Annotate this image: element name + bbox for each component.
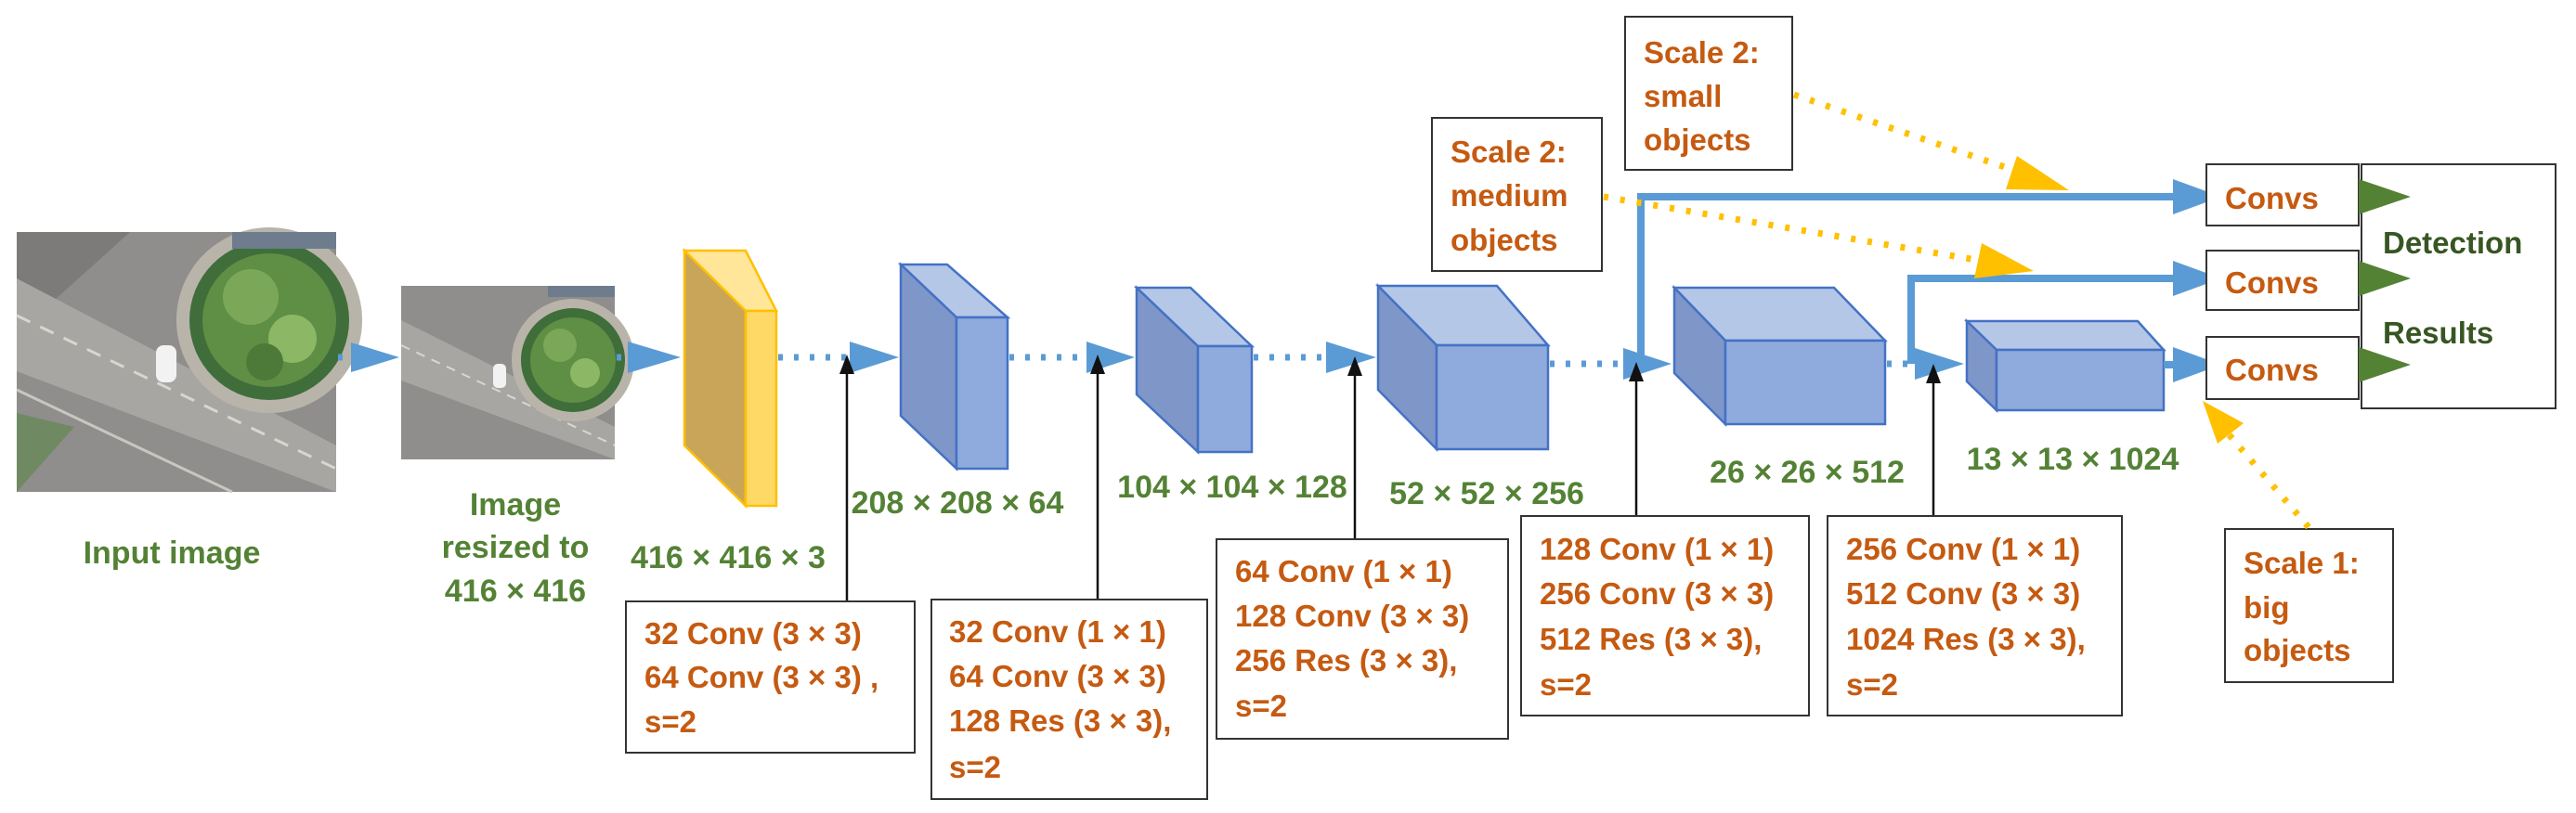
dims-label-416: 416 × 416 × 3	[631, 540, 826, 575]
svg-text:objects: objects	[1451, 223, 1558, 257]
input-tensor-slab	[682, 248, 779, 509]
svg-text:big: big	[2244, 590, 2289, 625]
svg-text:128 Conv (1 × 1): 128 Conv (1 × 1)	[1540, 532, 1774, 566]
ops-box-5: 256 Conv (1 × 1) 512 Conv (3 × 3) 1024 R…	[1827, 364, 2123, 716]
input-image	[16, 227, 362, 494]
detection-label: Detection	[2383, 226, 2522, 260]
output-arrow-top	[2359, 179, 2411, 214]
dims-label-104: 104 × 104 × 128	[1117, 470, 1347, 505]
svg-text:small: small	[1644, 79, 1722, 113]
feature-map-208	[897, 262, 1011, 471]
feature-map-13	[1963, 318, 2166, 413]
ops-box-1: 32 Conv (3 × 3) 64 Conv (3 × 3) , s=2	[625, 355, 916, 754]
dims-label-13: 13 × 13 × 1024	[1967, 442, 2179, 477]
svg-text:128 Res (3 × 3),: 128 Res (3 × 3),	[949, 703, 1171, 738]
svg-text:256 Conv (3 × 3): 256 Conv (3 × 3)	[1540, 576, 1774, 611]
svg-text:64 Conv (1 × 1): 64 Conv (1 × 1)	[1235, 554, 1452, 588]
convs-box-middle: Convs	[2205, 250, 2360, 311]
scale-big-callout: Scale 1: big objects	[2224, 528, 2394, 683]
detection-results-box: Detection Results	[2361, 163, 2556, 409]
branch-scale-medium	[1907, 275, 2173, 364]
svg-text:s=2: s=2	[949, 750, 1001, 784]
output-arrow-bottom	[2359, 347, 2411, 382]
resized-label-line3: 416 × 416	[445, 574, 586, 609]
svg-text:64 Conv (3 × 3) ,: 64 Conv (3 × 3) ,	[644, 660, 878, 694]
dims-label-208: 208 × 208 × 64	[852, 485, 1064, 521]
feature-map-26	[1672, 284, 1888, 428]
scale-small-pointer	[2006, 156, 2069, 190]
scale-big-pointer	[2203, 401, 2244, 444]
dims-label-26: 26 × 26 × 512	[1710, 455, 1905, 490]
ops-box-3: 64 Conv (1 × 1) 128 Conv (3 × 3) 256 Res…	[1216, 356, 1509, 740]
svg-text:Scale 2:: Scale 2:	[1451, 135, 1567, 169]
svg-text:s=2: s=2	[644, 704, 696, 739]
input-image-label: Input image	[84, 536, 261, 571]
ops-box-2: 32 Conv (1 × 1) 64 Conv (3 × 3) 128 Res …	[930, 355, 1208, 800]
convs-label-bottom: Convs	[2225, 353, 2319, 387]
svg-text:objects: objects	[2244, 633, 2351, 667]
svg-text:32 Conv (3 × 3): 32 Conv (3 × 3)	[644, 616, 862, 651]
results-label: Results	[2383, 316, 2493, 350]
output-arrow-middle	[2359, 261, 2411, 296]
branch-scale-small	[1637, 193, 2173, 364]
svg-text:32 Conv (1 × 1): 32 Conv (1 × 1)	[949, 614, 1166, 649]
svg-text:256 Conv (1 × 1): 256 Conv (1 × 1)	[1846, 532, 2080, 566]
svg-text:s=2: s=2	[1235, 689, 1287, 723]
svg-text:512 Conv (3 × 3): 512 Conv (3 × 3)	[1846, 576, 2080, 611]
scale-small-callout: Scale 2: small objects	[1624, 16, 1793, 171]
feature-map-104	[1133, 285, 1255, 455]
convs-box-top: Convs	[2205, 163, 2360, 226]
svg-text:s=2: s=2	[1540, 667, 1592, 702]
svg-text:Scale 2:: Scale 2:	[1644, 35, 1760, 70]
svg-text:s=2: s=2	[1846, 667, 1898, 702]
ops-box-4: 128 Conv (1 × 1) 256 Conv (3 × 3) 512 Re…	[1520, 362, 1810, 716]
svg-text:Scale 1:: Scale 1:	[2244, 546, 2360, 580]
svg-text:64 Conv (3 × 3): 64 Conv (3 × 3)	[949, 659, 1166, 693]
svg-text:objects: objects	[1644, 123, 1751, 157]
convs-label-middle: Convs	[2225, 265, 2319, 300]
feature-map-52	[1375, 282, 1551, 453]
scale-medium-pointer	[1974, 243, 2034, 278]
svg-text:128 Conv (3 × 3): 128 Conv (3 × 3)	[1235, 599, 1469, 633]
svg-text:256 Res (3 × 3),: 256 Res (3 × 3),	[1235, 643, 1457, 678]
dims-label-52: 52 × 52 × 256	[1389, 476, 1584, 511]
svg-text:1024 Res (3 × 3),: 1024 Res (3 × 3),	[1846, 622, 2086, 656]
svg-text:medium: medium	[1451, 178, 1568, 213]
convs-box-bottom: Convs	[2205, 336, 2360, 400]
scale-medium-callout: Scale 2: medium objects	[1431, 117, 1603, 272]
convs-label-top: Convs	[2225, 181, 2319, 215]
resized-label-line1: Image	[470, 487, 561, 523]
svg-text:512 Res (3 × 3),: 512 Res (3 × 3),	[1540, 622, 1762, 656]
resized-label-line2: resized to	[442, 530, 590, 565]
resized-image	[400, 286, 634, 459]
